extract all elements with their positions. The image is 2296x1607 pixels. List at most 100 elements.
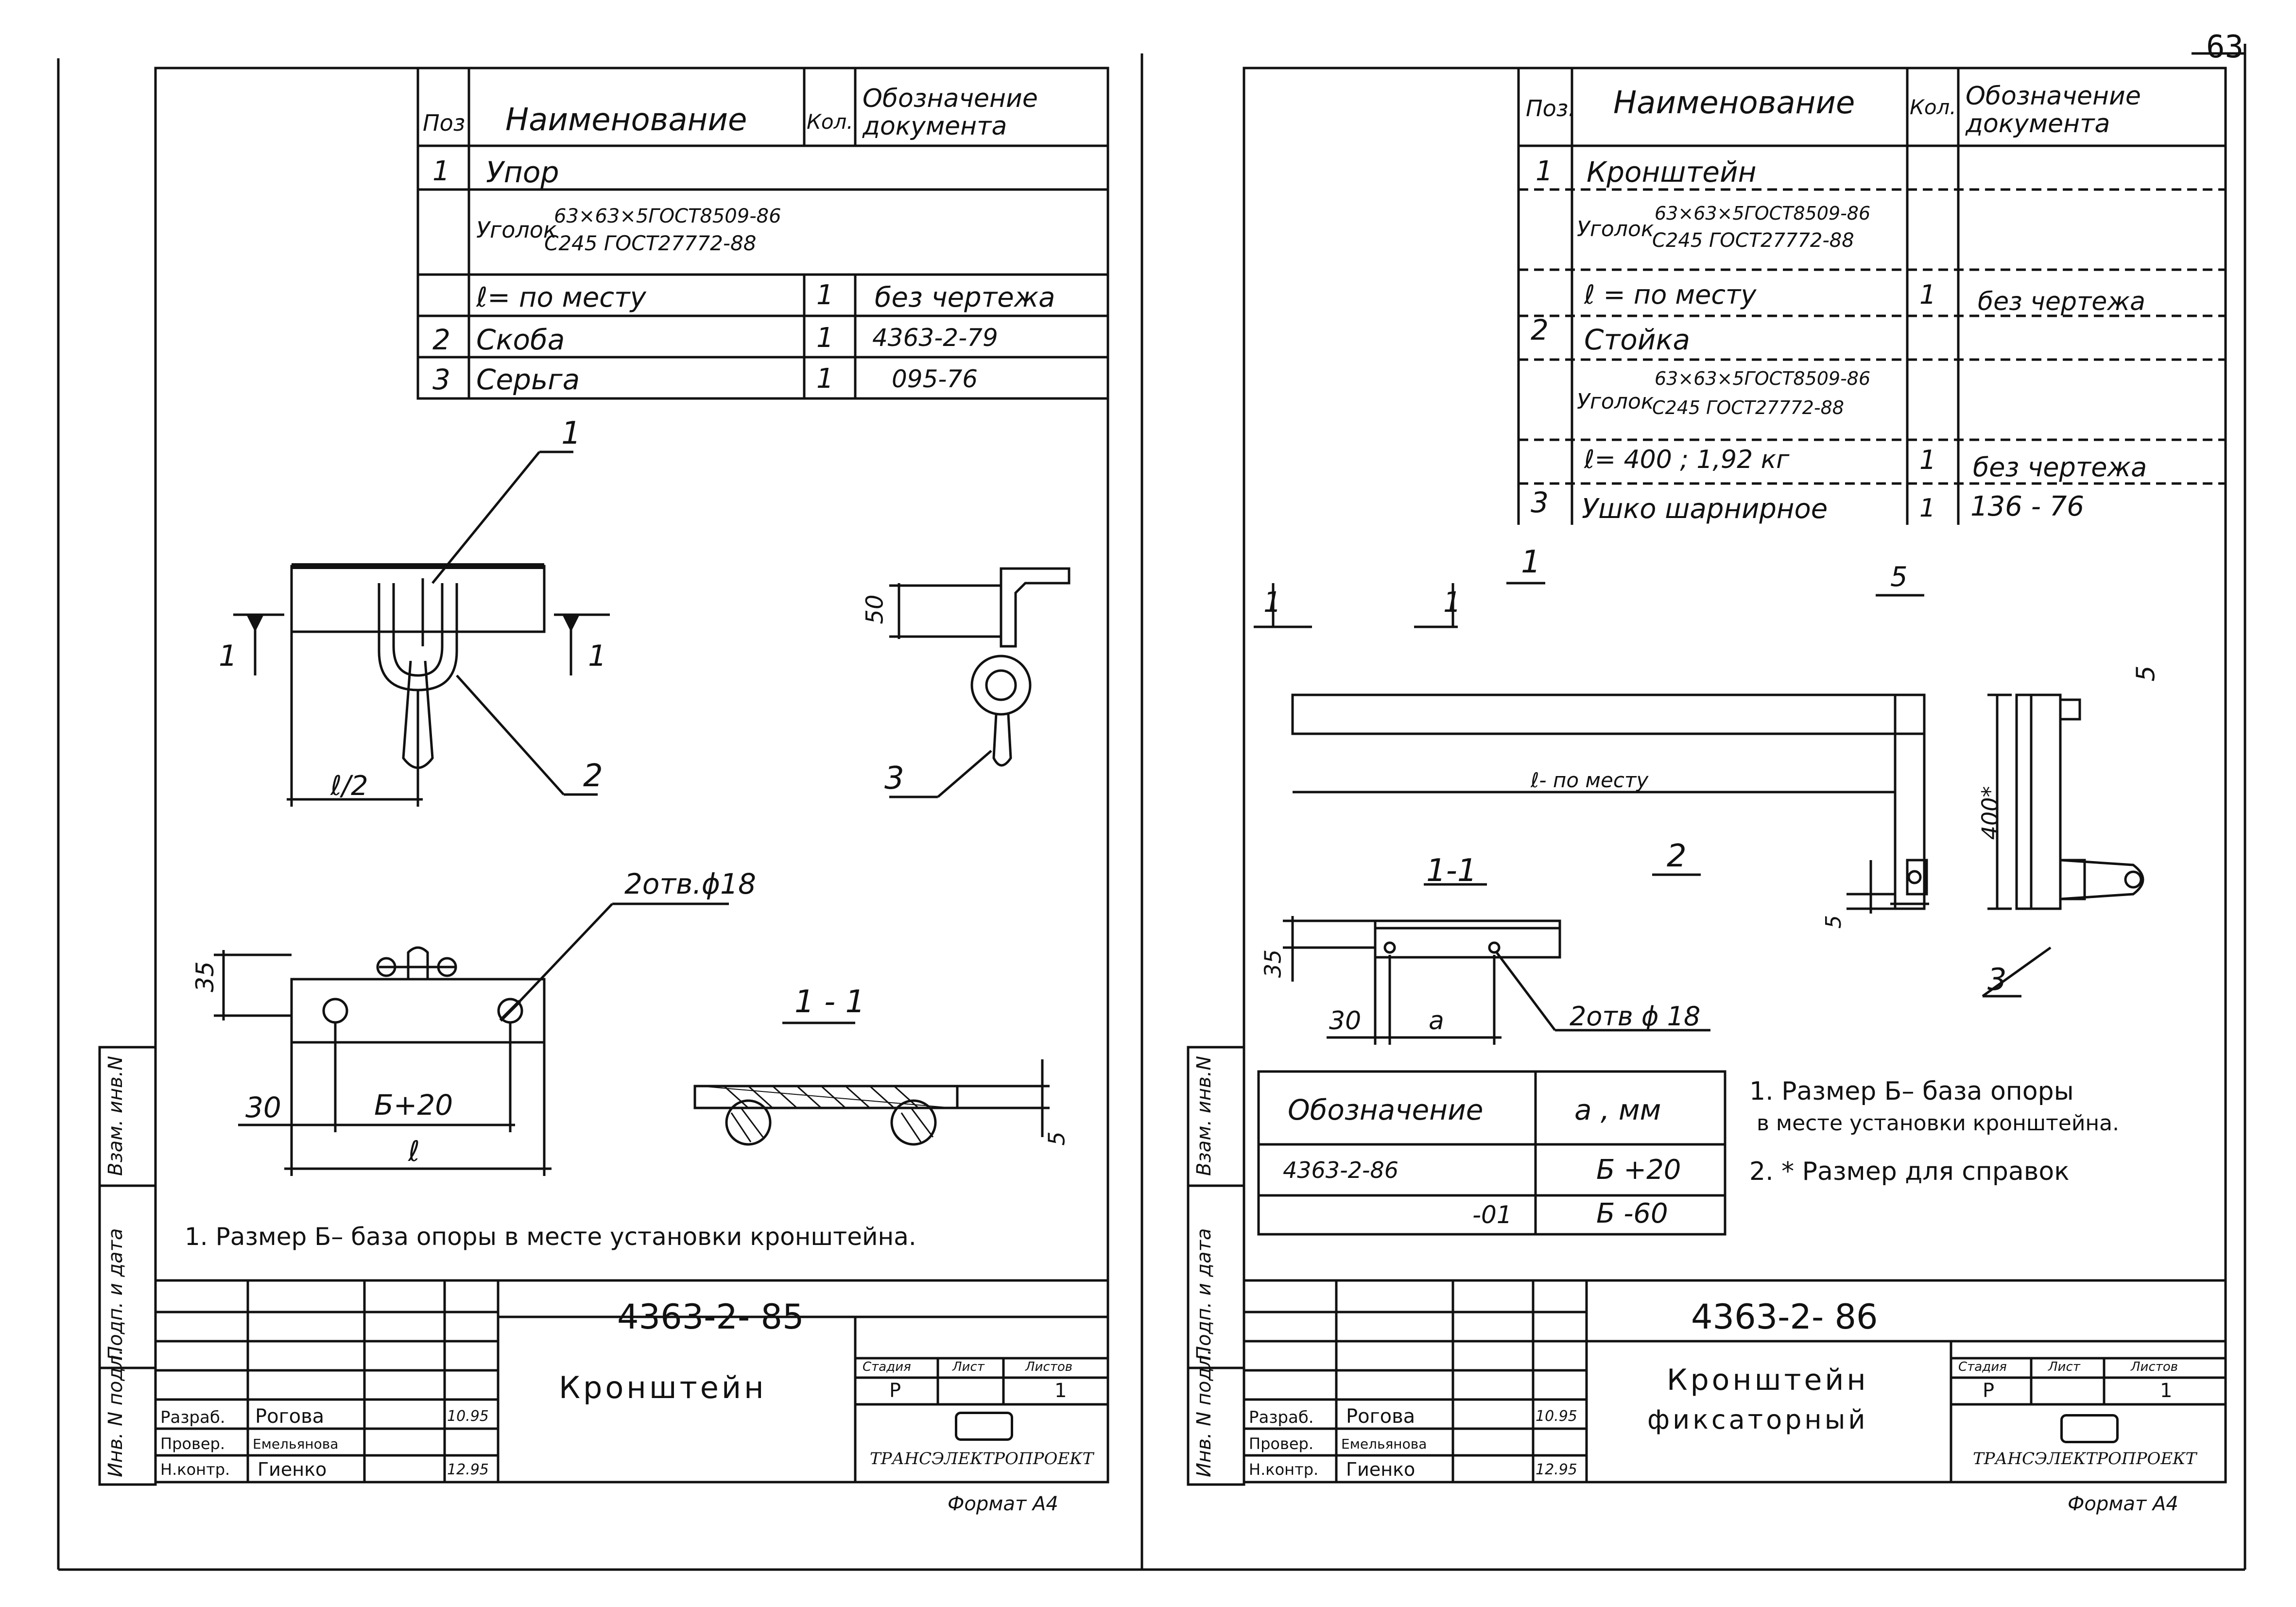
left-dim-l: ℓ [408,1135,420,1168]
left-header-qty: Кол. [807,110,853,134]
right-row5-prefix: Уголок [1577,389,1654,414]
left-name-1: Рогова [255,1405,325,1428]
right-callout-2: 2 [1667,838,1687,874]
right-side-label-1: Инв. N подл. [1193,1348,1215,1477]
right-side-label-3: Взам. инв.N [1193,1055,1215,1176]
left-note: 1. Размер Б– база опоры в месте установк… [185,1223,916,1251]
left-role-3: Н.контр. [160,1460,230,1479]
right-note-2: 2. * Размер для справок [1749,1157,2070,1186]
right-row7-qty: 1 [1919,494,1936,523]
right-l-po-mestu: ℓ- по месту [1531,768,1649,792]
right-row3-name: ℓ = по месту [1584,279,1757,310]
right-name-2: Емельянова [1341,1436,1427,1452]
right-row6-qty: 1 [1919,445,1936,475]
left-section-mark-a: 1 [219,639,238,673]
left-callout-1: 1 [561,415,581,451]
left-date-3: 12.95 [447,1461,489,1478]
right-name-1: Рогова [1346,1405,1416,1428]
left-side-label-2: Подп. и дата [104,1228,127,1361]
left-dim-5: 5 [1043,1131,1070,1146]
left-row5-qty: 1 [816,363,834,395]
left-row2-bot: С245 ГОСТ27772-88 [544,231,757,255]
left-dim-35: 35 [190,961,219,992]
right-row7-name: Ушко шарнирное [1582,493,1828,525]
left-row1-name: Упор [486,156,559,190]
left-section-label: 1 - 1 [794,984,865,1020]
left-row4-pos: 2 [432,323,450,356]
right-stage-h: Стадия [1958,1360,2007,1374]
right-note-1b: в месте установки кронштейна. [1757,1111,2120,1136]
right-title-1: Кронштейн [1667,1363,1869,1397]
left-row3-doc: без чертежа [875,282,1055,313]
left-header-doc: Обозначение документа [863,84,1038,141]
left-row1-pos: 1 [432,156,450,187]
left-name-3: Гиенко [258,1459,327,1480]
left-sheet-h: Лист [952,1360,984,1374]
right-header-pos: Поз. [1526,95,1575,121]
left-section-mark-b: 1 [588,639,607,673]
left-dim-b20: Б+20 [374,1089,453,1122]
right-row7-doc: 136 - 76 [1970,491,2084,522]
right-org-logo [2060,1414,2119,1443]
right-section-1b: 1 [1443,586,1461,619]
left-row3-name: ℓ= по месту [476,282,646,313]
left-sheets-h: Листов [1025,1360,1073,1374]
right-dim-400: 400* [1977,786,2003,840]
right-row5-bot: С245 ГОСТ27772-88 [1652,397,1844,418]
right-row5-top: 63×63×5ГОСТ8509-86 [1655,368,1871,389]
right-header-qty: Кол. [1910,95,1956,119]
left-side-label-3: Взам. инв.N [104,1055,127,1176]
right-note-1a: 1. Размер Б– база опоры [1749,1077,2074,1106]
left-sheets: 1 [1054,1380,1067,1402]
right-date-1: 10.95 [1536,1408,1577,1425]
right-dim-a: а [1429,1006,1444,1036]
right-row2-prefix: Уголок [1577,217,1654,242]
right-section-5b: 5 [2131,665,2161,682]
right-format: Формат А4 [2068,1493,2178,1515]
right-row2-bot: С245 ГОСТ27772-88 [1652,229,1854,252]
left-row3-qty: 1 [816,279,834,311]
right-row3-doc: без чертежа [1978,287,2145,316]
right-dim-30: 30 [1329,1006,1362,1036]
right-row1-name: Кронштейн [1587,156,1757,189]
right-var-header-designation: Обозначение [1288,1093,1484,1126]
left-name-2: Емельянова [253,1436,339,1452]
right-section-5: 5 [1890,561,1908,593]
left-row5-name: Серьга [476,363,580,396]
left-row2-top: 63×63×5ГОСТ8509-86 [554,205,781,227]
right-row6-doc: без чертежа [1973,452,2147,483]
right-row4-name: Стойка [1584,323,1691,356]
right-holes-label: 2отв ϕ 18 [1570,1001,1701,1032]
right-stage: Р [1983,1380,1995,1402]
left-row4-name: Скоба [476,323,565,356]
left-stage: Р [889,1380,901,1402]
left-row2-prefix: Уголок [476,217,557,243]
right-role-2: Провер. [1249,1434,1313,1453]
right-sheets: 1 [2160,1380,2173,1402]
right-role-1: Разраб. [1249,1408,1314,1427]
left-dim-30: 30 [245,1091,281,1124]
left-row5-doc: 095-76 [892,365,978,393]
left-side-label-1: Инв. N подл. [104,1348,127,1477]
left-doc-number: 4363-2- 85 [617,1297,804,1337]
right-var-row1-designation: 4363-2-86 [1283,1157,1399,1183]
left-row4-qty: 1 [816,322,834,354]
left-callout-2: 2 [583,758,603,794]
right-var-header-a: а , мм [1574,1093,1661,1126]
page-number: 63 [2206,29,2244,65]
right-date-3: 12.95 [1536,1461,1577,1478]
left-title: Кронштейн [559,1370,767,1405]
right-var-row1-a: Б +20 [1596,1154,1681,1186]
left-holes-label: 2отв.ϕ18 [624,867,756,900]
right-callout-1: 1 [1521,544,1541,580]
left-date-1: 10.95 [447,1408,489,1425]
right-header-name: Наименование [1613,85,1855,121]
left-stage-h: Стадия [863,1360,911,1374]
left-row5-pos: 3 [432,363,450,396]
left-org: ТРАНСЭЛЕКТРОПРОЕКТ [870,1449,1094,1469]
right-row7-pos: 3 [1531,486,1549,519]
left-dim-50: 50 [861,594,889,624]
right-var-row2-a: Б -60 [1596,1198,1668,1229]
left-role-1: Разраб. [160,1408,225,1427]
